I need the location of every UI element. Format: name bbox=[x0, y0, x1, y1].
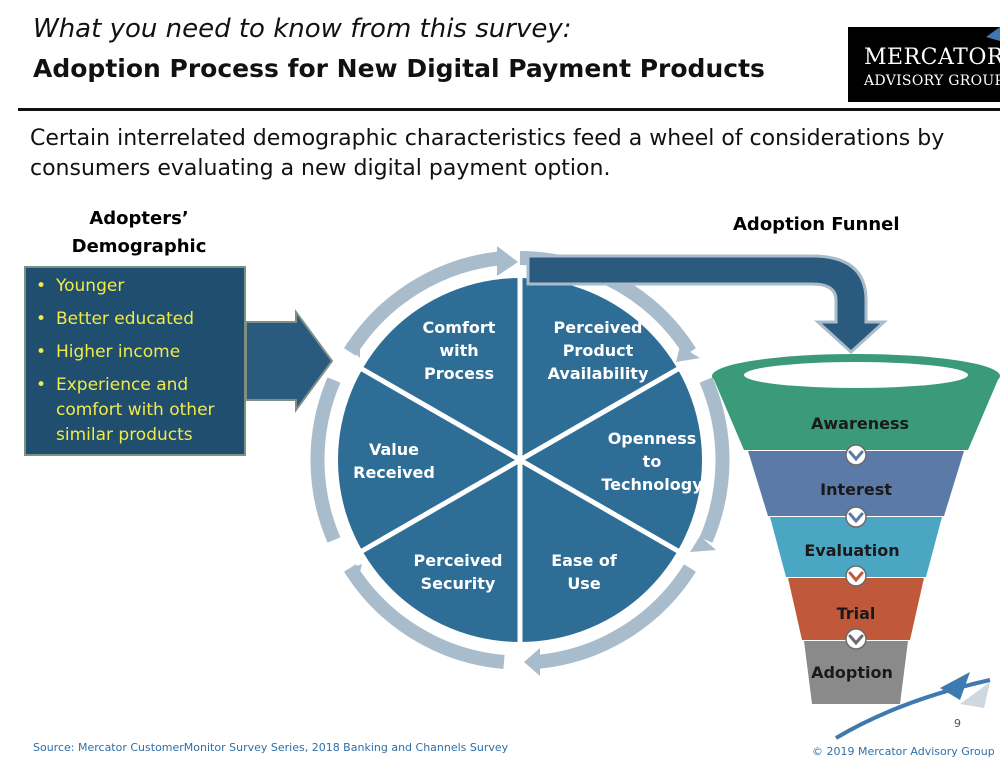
wheel-label-line: Security bbox=[420, 574, 496, 593]
funnel-stage-interest bbox=[748, 451, 964, 516]
wheel-label-line: Use bbox=[567, 574, 601, 593]
ring-arrow-icon bbox=[346, 564, 362, 588]
stage-adoption: Adoption bbox=[811, 663, 893, 682]
wheel-label-line: Technology bbox=[601, 475, 703, 494]
wheel-segment-ease: Ease of Use bbox=[542, 549, 626, 595]
stage-evaluation: Evaluation bbox=[804, 541, 900, 560]
wheel-label-line: Comfort bbox=[422, 318, 496, 337]
wheel-label-line: Availability bbox=[547, 364, 649, 383]
mercator-logo: MERCATOR ADVISORY GROUP bbox=[848, 27, 1000, 102]
corner-swoosh-icon bbox=[834, 672, 991, 740]
wheel-segment-comfort: Comfort with Process bbox=[414, 316, 504, 385]
wheel-label-line: Process bbox=[424, 364, 494, 383]
ring-arrow-icon bbox=[497, 246, 518, 276]
wheel-segment-security: Perceived Security bbox=[408, 549, 508, 595]
demographic-item: Better educated bbox=[36, 307, 236, 332]
ring-arrow-icon bbox=[346, 334, 360, 358]
demographic-item: Higher income bbox=[36, 340, 236, 365]
intro-text: Certain interrelated demographic charact… bbox=[30, 126, 945, 181]
funnel-stage-evaluation bbox=[770, 517, 942, 577]
wheel-label-line: Received bbox=[353, 463, 435, 482]
wheel-label-line: Openness bbox=[607, 429, 697, 448]
wheel-label-line: Perceived bbox=[413, 551, 503, 570]
funnel-opening bbox=[744, 362, 968, 388]
wheel-label-line: Product bbox=[562, 341, 634, 360]
wheel-segment-value: Value Received bbox=[344, 438, 444, 484]
ring-arrow-icon bbox=[690, 536, 716, 552]
logo-line2: ADVISORY GROUP bbox=[864, 73, 1000, 89]
feed-arrow-icon bbox=[245, 308, 334, 414]
title-line2: Adoption Process for New Digital Payment… bbox=[33, 54, 765, 83]
wheel-segment-openness: Openness to Technology bbox=[598, 427, 706, 496]
funnel-arrow-icon bbox=[845, 444, 867, 466]
funnel-stage-trial bbox=[788, 578, 924, 640]
logo-line1: MERCATOR bbox=[864, 45, 1000, 70]
funnel-title: Adoption Funnel bbox=[733, 214, 900, 235]
wheel-label-line: Value bbox=[368, 440, 420, 459]
demographic-item: Younger bbox=[36, 274, 236, 299]
wheel-dividers bbox=[360, 278, 680, 642]
funnel-stage-adoption bbox=[804, 641, 908, 704]
demographic-item: Experience and comfort with other simila… bbox=[36, 373, 236, 448]
wheel-label-line: with bbox=[439, 341, 479, 360]
stage-awareness: Awareness bbox=[811, 414, 909, 433]
stage-interest: Interest bbox=[820, 480, 892, 499]
funnel-arrow-icon bbox=[845, 628, 867, 650]
wheel-label-line: Perceived bbox=[553, 318, 643, 337]
wheel-label-line: Ease of bbox=[551, 551, 617, 570]
wheel-label-line: to bbox=[642, 452, 662, 471]
ring-arrow-icon bbox=[676, 346, 700, 362]
funnel-arrow-icon bbox=[845, 506, 867, 528]
header-rule bbox=[18, 108, 1000, 111]
logo-swoosh-icon bbox=[986, 27, 1000, 41]
page-number: 9 bbox=[954, 717, 961, 730]
stage-trial: Trial bbox=[836, 604, 876, 623]
adoption-funnel bbox=[712, 354, 1000, 704]
funnel-arrow-icon bbox=[845, 565, 867, 587]
funnel-arrow-icon bbox=[526, 254, 888, 355]
source-note: Source: Mercator CustomerMonitor Survey … bbox=[33, 741, 509, 754]
copyright-note: © 2019 Mercator Advisory Group bbox=[812, 745, 995, 758]
title-line1: What you need to know from this survey: bbox=[33, 14, 572, 44]
wheel-segment-availability: Perceived Product Availability bbox=[546, 316, 650, 385]
ring-arrowheads bbox=[346, 246, 716, 676]
ring-arrow-icon bbox=[524, 648, 540, 676]
demographics-box: Younger Better educated Higher income Ex… bbox=[24, 266, 246, 456]
